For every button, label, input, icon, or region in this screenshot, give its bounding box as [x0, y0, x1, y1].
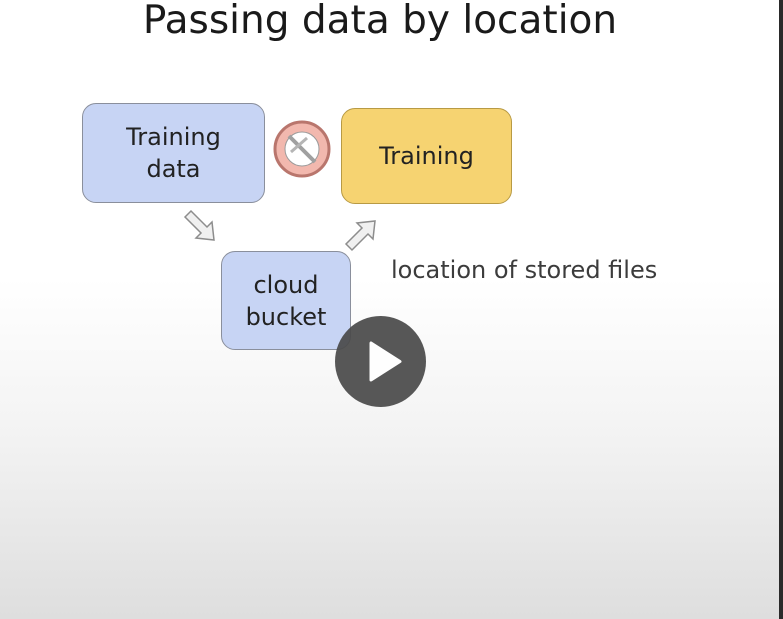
prohibited-icon — [273, 120, 331, 178]
slide-title: Passing data by location — [142, 0, 618, 43]
training-data-box: Training data — [82, 103, 265, 203]
training-label: Training — [379, 142, 474, 170]
arrow-up-right-icon — [344, 220, 376, 252]
window-edge — [779, 0, 783, 619]
location-caption: location of stored files — [391, 256, 658, 284]
arrow-down-right-icon — [183, 209, 215, 241]
play-icon — [369, 341, 402, 382]
training-box: Training — [341, 108, 512, 204]
training-data-label: Training data — [126, 123, 221, 183]
cloud-bucket-box: cloud bucket — [221, 251, 351, 350]
cloud-bucket-label: cloud bucket — [245, 270, 327, 331]
play-button[interactable] — [335, 316, 426, 407]
